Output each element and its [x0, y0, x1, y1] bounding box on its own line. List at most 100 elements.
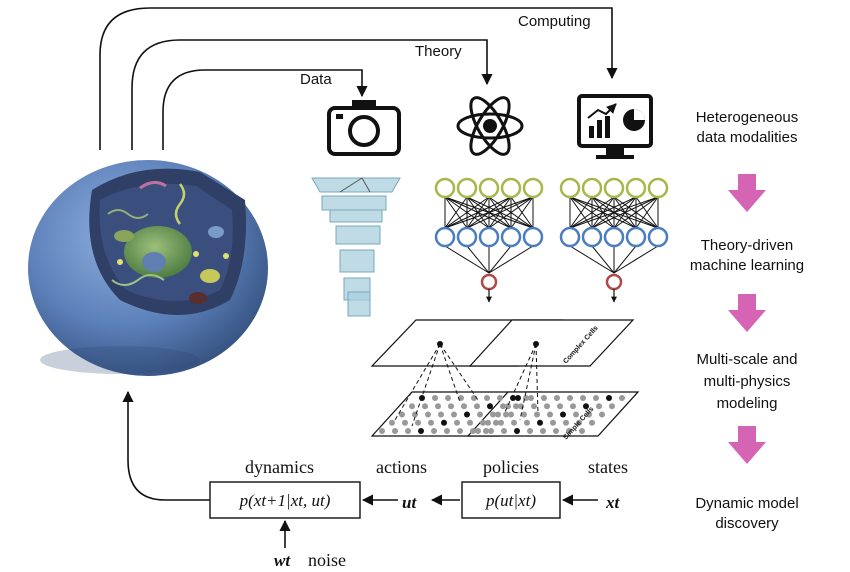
simple-cell-dot	[454, 419, 460, 426]
data-arrow	[162, 69, 368, 150]
simple-cell-dot	[524, 419, 530, 426]
cell-illustration	[28, 160, 268, 376]
simple-cell-dot	[606, 395, 612, 401]
step-4-line2: discovery	[715, 515, 779, 532]
pink-arrow-2	[728, 294, 766, 332]
computing-arrow	[99, 7, 618, 150]
simple-cell-dot	[573, 411, 579, 418]
noise-symbol: wt	[274, 551, 291, 570]
theory-label: Theory	[415, 43, 462, 60]
pink-arrow-1	[728, 174, 766, 212]
simple-cell-dot	[464, 411, 470, 418]
simple-cell-dot	[528, 395, 534, 401]
simple-cell-dot	[508, 411, 514, 418]
policies-label: policies	[483, 457, 539, 477]
action-symbol: ut	[402, 493, 417, 512]
simple-cell-dot	[497, 395, 503, 401]
simple-cell-dot	[583, 403, 589, 410]
simple-cell-dot	[475, 428, 481, 434]
simple-cell-dot	[589, 419, 595, 426]
simple-cell-dot	[527, 428, 533, 434]
simple-cell-dot	[415, 419, 421, 426]
simple-cell-dot	[511, 419, 517, 426]
step-2-line2: machine learning	[690, 257, 804, 274]
simple-cell-dot	[514, 428, 520, 434]
simple-cell-dot	[541, 395, 547, 401]
simple-cell-dot	[570, 403, 576, 410]
simple-cell-dot	[457, 428, 463, 434]
simple-cell-dot	[531, 403, 537, 410]
simple-cell-dot	[409, 403, 415, 410]
simple-cell-dot	[422, 403, 428, 410]
feedback-arrow	[122, 390, 210, 501]
simple-cell-dot	[580, 395, 586, 401]
simple-cell-dot	[515, 395, 521, 401]
actions-label: actions	[376, 457, 427, 477]
simple-cell-dot	[560, 411, 566, 418]
simple-cell-dot	[445, 395, 451, 401]
simple-cell-dot	[554, 395, 560, 401]
step-3-line3: modeling	[717, 395, 778, 412]
data-label: Data	[300, 71, 332, 88]
simple-cell-dot	[493, 419, 499, 426]
simple-cell-dot	[566, 428, 572, 434]
simple-cell-dot	[510, 395, 516, 401]
simple-cell-dot	[477, 411, 483, 418]
state-symbol: xt	[605, 493, 621, 512]
simple-cell-dot	[540, 428, 546, 434]
simple-cell-dot	[428, 419, 434, 426]
neural-net-computing	[559, 177, 669, 303]
atom-icon	[456, 96, 524, 156]
input-arrows	[99, 7, 618, 150]
simple-cell-dot	[619, 395, 625, 401]
simple-cell-dot	[402, 419, 408, 426]
simple-cell-dot	[474, 403, 480, 410]
simple-cell-dot	[379, 428, 385, 434]
simple-cell-dot	[432, 395, 438, 401]
simple-cell-dot	[467, 419, 473, 426]
simple-cell-dot	[513, 403, 519, 410]
simple-cell-dot	[498, 419, 504, 426]
receptive-field-diagram: Complex Cells Simple Cells	[370, 319, 640, 441]
pink-arrow-3	[728, 426, 766, 464]
simple-cell-dot	[593, 395, 599, 401]
simple-cell-dot	[495, 411, 501, 418]
dynamics-expression: p(xt+1|xt, ut)	[239, 491, 331, 510]
simple-cell-dot	[389, 419, 395, 426]
simple-cell-dot	[484, 395, 490, 401]
step-3-line2: multi-physics	[704, 373, 791, 390]
simple-cell-dot	[483, 428, 489, 434]
simple-cell-dot	[503, 411, 509, 418]
control-loop: dynamics actions policies states p(xt+1|…	[122, 390, 628, 570]
simple-cell-dot	[418, 428, 424, 434]
simple-cell-dot	[553, 428, 559, 434]
simple-cell-dot	[425, 411, 431, 418]
simple-cell-dot	[547, 411, 553, 418]
simple-cell-dot	[500, 403, 506, 410]
theory-arrow	[131, 39, 493, 150]
simple-cell-dot	[550, 419, 556, 426]
simple-cell-dot	[441, 419, 447, 426]
simple-plane-right	[466, 391, 640, 437]
simple-cell-dot	[544, 403, 550, 410]
policies-box	[461, 481, 561, 519]
step-2-line1: Theory-driven	[701, 237, 794, 254]
pipeline-steps: Heterogeneous data modalities Theory-dri…	[690, 109, 804, 532]
simple-cell-dot	[480, 419, 486, 426]
simple-cell-dot	[438, 411, 444, 418]
cnn-stack	[311, 177, 401, 317]
simple-cell-dot	[563, 419, 569, 426]
dynamics-box	[209, 481, 361, 519]
simple-cell-dot	[505, 403, 511, 410]
simple-cell-dot	[487, 403, 493, 410]
simple-cell-dot	[451, 411, 457, 418]
simple-cell-dot	[534, 411, 540, 418]
simple-cell-dot	[586, 411, 592, 418]
simple-cell-dot	[448, 403, 454, 410]
simple-cell-dot	[485, 419, 491, 426]
policies-expression: p(ut|xt)	[485, 491, 536, 510]
camera-icon	[327, 100, 401, 156]
computing-label: Computing	[518, 13, 591, 30]
neural-net-theory	[434, 177, 544, 303]
